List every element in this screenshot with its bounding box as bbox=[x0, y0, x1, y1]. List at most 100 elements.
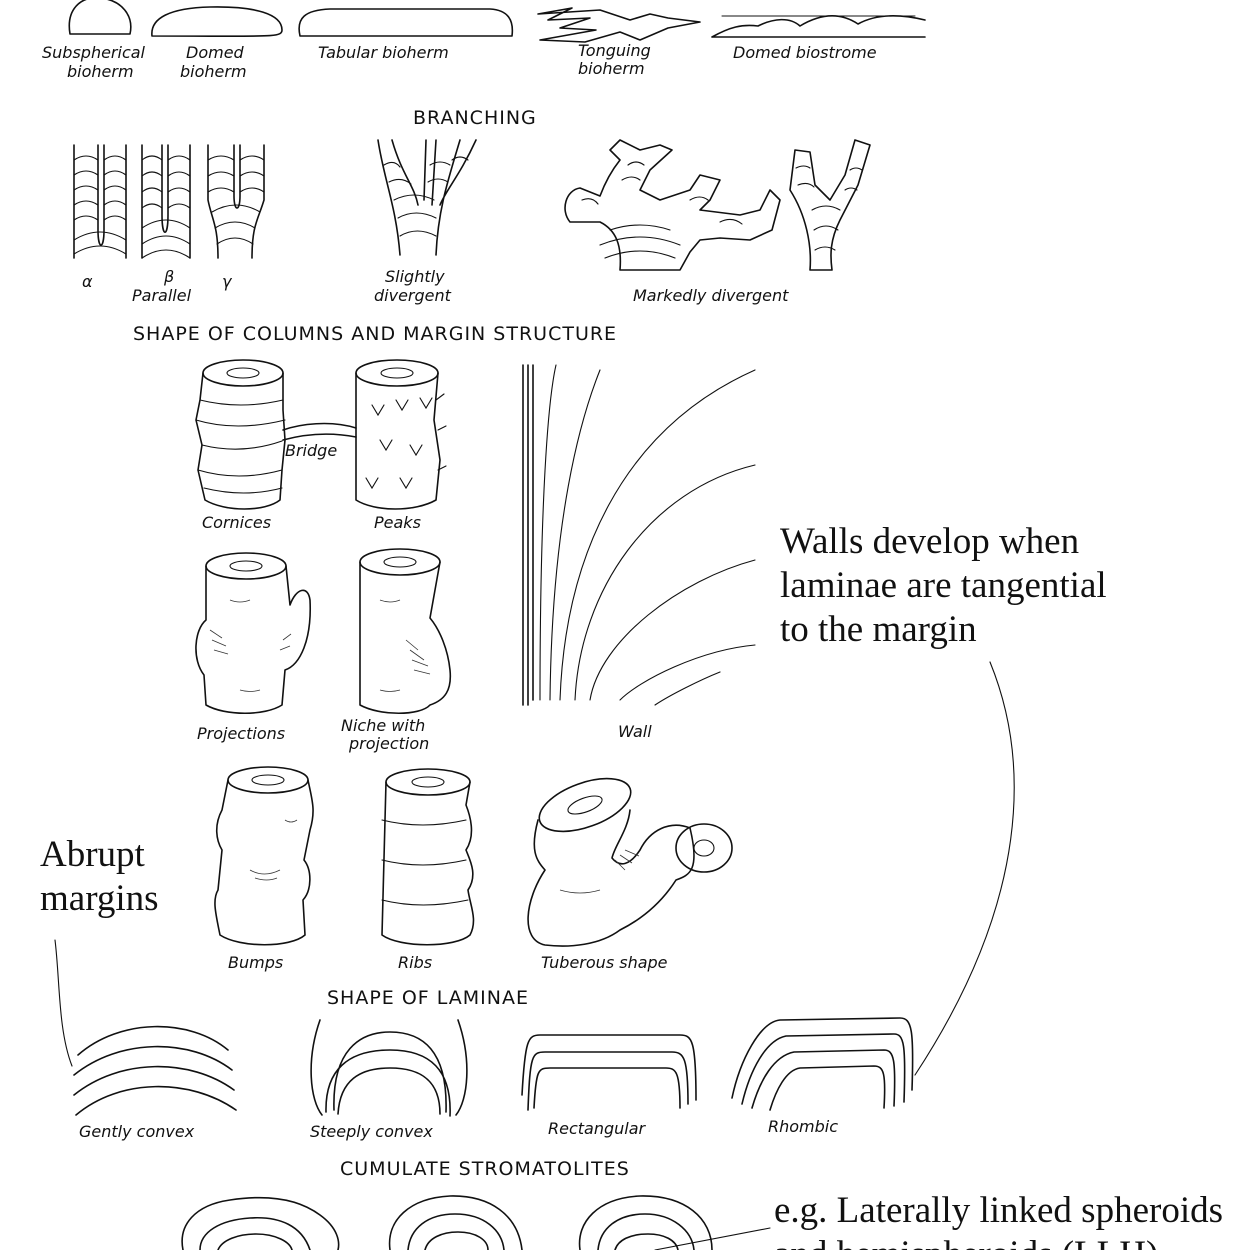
tuberous-branch-top bbox=[675, 823, 733, 873]
walls-annotation-line3: to the margin bbox=[780, 609, 977, 650]
tonguing-bioherm-shape bbox=[537, 7, 701, 43]
markedly-divergent-label: Markedly divergent bbox=[633, 286, 789, 305]
branching-parallel-group: α β γ Parallel bbox=[73, 144, 265, 305]
alpha-laminae bbox=[73, 155, 127, 255]
beta-laminae bbox=[141, 155, 191, 259]
ribs-lines bbox=[381, 819, 469, 906]
beta-label: β bbox=[163, 267, 174, 286]
gamma-label: γ bbox=[222, 272, 233, 291]
wall-vertical-lines bbox=[522, 364, 534, 706]
column-tuberous bbox=[527, 777, 733, 947]
projections-label: Projections bbox=[197, 724, 285, 743]
ribs-label: Ribs bbox=[398, 953, 432, 972]
rectangular-curves bbox=[521, 1034, 697, 1111]
niche-shading bbox=[379, 599, 431, 692]
domed-bioherm-shape bbox=[151, 6, 283, 38]
projections-top bbox=[205, 552, 287, 580]
tuberous-shading bbox=[559, 849, 640, 894]
laminae-rectangular: Rectangular bbox=[521, 1034, 697, 1138]
lllh-annotation-line2: and hemispheroids (LLH) bbox=[774, 1234, 1158, 1250]
subspherical-label-line2: bioherm bbox=[67, 62, 134, 81]
abrupt-annotation-line1: Abrupt bbox=[40, 834, 146, 875]
peaks-top-inner bbox=[380, 367, 414, 379]
subspherical-bioherm-shape bbox=[68, 0, 132, 35]
branching-markedly-divergent-group: Markedly divergent bbox=[564, 139, 871, 305]
domed-bioherm-label-line2: bioherm bbox=[180, 62, 247, 81]
tuberous-body bbox=[527, 809, 695, 947]
ribs-top bbox=[385, 768, 471, 796]
tonguing-bioherm-label-line1: Tonguing bbox=[578, 41, 651, 60]
tuberous-label: Tuberous shape bbox=[541, 953, 668, 972]
bridge-label: Bridge bbox=[285, 441, 337, 460]
domed-biostrome-label: Domed biostrome bbox=[733, 43, 877, 62]
cornices-label: Cornices bbox=[202, 513, 271, 532]
lllh-leader-line bbox=[654, 1227, 771, 1250]
projections-top-inner bbox=[229, 560, 263, 572]
cumulate-forms bbox=[181, 1195, 713, 1250]
steeply-convex-curves bbox=[310, 1019, 468, 1117]
tonguing-bioherm-label-line2: bioherm bbox=[578, 59, 645, 78]
cornices-top-inner bbox=[226, 367, 260, 379]
slightly-divergent-label-line1: Slightly bbox=[385, 267, 445, 286]
parallel-label: Parallel bbox=[132, 286, 192, 305]
column-projections bbox=[195, 552, 311, 715]
cornices-top bbox=[202, 359, 284, 387]
walls-annotation-line2: laminae are tangential bbox=[780, 565, 1107, 606]
bridge-connector bbox=[282, 422, 357, 441]
branching-slightly-divergent-group: Slightly divergent bbox=[374, 139, 477, 305]
projections-shading bbox=[209, 599, 292, 692]
niche-label-line1: Niche with bbox=[341, 716, 425, 735]
walls-annotation-line1: Walls develop when bbox=[780, 521, 1079, 562]
steeply-convex-label: Steeply convex bbox=[310, 1122, 433, 1141]
beta-column-outline bbox=[141, 144, 191, 259]
markedly-divergent-laminae-right bbox=[795, 165, 863, 251]
laminae-steeply-convex: Steeply convex bbox=[310, 1019, 468, 1141]
bumps-label: Bumps bbox=[228, 953, 283, 972]
abrupt-annotation-line2: margins bbox=[40, 878, 159, 919]
lllh-annotation-line1: e.g. Laterally linked spheroids bbox=[774, 1190, 1223, 1231]
peaks-marks bbox=[365, 393, 447, 490]
peaks-label: Peaks bbox=[374, 513, 421, 532]
niche-label-line2: projection bbox=[348, 734, 429, 753]
tuberous-top-inner bbox=[567, 795, 603, 815]
cumulate-form-3 bbox=[578, 1195, 713, 1250]
walls-leader-line bbox=[914, 661, 1015, 1076]
abrupt-annotation: Abrupt margins bbox=[40, 834, 159, 1067]
rhombic-label: Rhombic bbox=[768, 1117, 838, 1136]
projections-body bbox=[195, 565, 311, 715]
branching-heading: BRANCHING bbox=[413, 107, 537, 129]
ribs-body bbox=[381, 781, 475, 946]
column-ribs bbox=[381, 768, 475, 946]
tuberous-top bbox=[538, 777, 632, 833]
rhombic-curves bbox=[731, 1017, 914, 1111]
gamma-column-outline bbox=[207, 144, 265, 259]
laminae-heading: SHAPE OF LAMINAE bbox=[327, 987, 529, 1009]
laminae-rhombic: Rhombic bbox=[731, 1017, 914, 1136]
markedly-divergent-outline-left bbox=[564, 139, 781, 271]
gently-convex-curves bbox=[73, 1025, 237, 1116]
laminae-gently-convex: Gently convex bbox=[73, 1025, 237, 1141]
niche-top-inner bbox=[383, 556, 417, 568]
bumps-body bbox=[214, 779, 314, 946]
bumps-top-inner bbox=[251, 774, 285, 786]
bumps-shading bbox=[249, 819, 298, 881]
ribs-top-inner bbox=[411, 776, 445, 788]
markedly-divergent-outline-right bbox=[789, 139, 871, 271]
alpha-column-outline bbox=[73, 144, 127, 259]
cornices-body bbox=[195, 372, 286, 510]
walls-annotation: Walls develop when laminae are tangentia… bbox=[780, 521, 1107, 1076]
tuberous-branch-inner bbox=[693, 839, 715, 857]
tabular-bioherm-shape bbox=[298, 8, 514, 37]
abrupt-leader-line bbox=[54, 939, 73, 1067]
tabular-bioherm-label: Tabular bioherm bbox=[318, 43, 449, 62]
slightly-divergent-laminae bbox=[383, 156, 469, 237]
alpha-label: α bbox=[82, 272, 93, 291]
markedly-divergent-laminae-left bbox=[581, 161, 743, 259]
wall-diagram: Wall bbox=[522, 364, 756, 741]
cumulate-heading: CUMULATE STROMATOLITES bbox=[340, 1158, 630, 1180]
rectangular-label: Rectangular bbox=[548, 1119, 647, 1138]
bumps-top bbox=[227, 766, 309, 794]
gently-convex-label: Gently convex bbox=[79, 1122, 195, 1141]
wall-curves bbox=[539, 364, 756, 706]
